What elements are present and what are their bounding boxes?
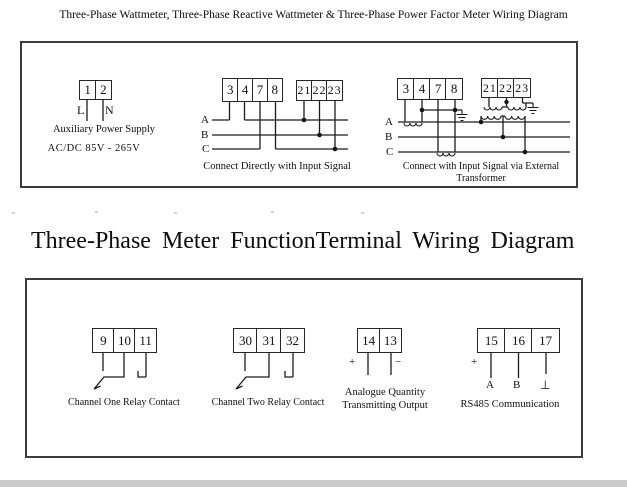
analog-output-caption: Analogue Quantity Transmitting Output [330,387,440,412]
external-transformer-caption: Connect with Input Signal via External T… [402,161,560,184]
terminal-cell: 3 [397,78,415,100]
terminal-cell: 10 [113,328,136,353]
minus-sign: − [395,356,402,368]
terminal-cell: 4 [413,78,431,100]
phase-label-a: A [201,113,209,126]
phase-label-c: C [202,142,210,155]
terminal-block-external-current: 3 4 7 8 [397,78,464,100]
terminal-block-relay-one: 9 10 11 [92,328,158,353]
terminal-cell: 21 [481,78,499,98]
terminal-cell: 30 [233,328,259,353]
terminal-cell: 8 [445,78,464,100]
phase-label-c: C [386,145,394,158]
phase-label-b: B [201,128,209,141]
terminal-cell: 2 [94,80,112,100]
terminal-cell: 32 [279,328,305,353]
page-title-top: Three-Phase Wattmeter, Three-Phase React… [59,9,568,21]
terminal-cell: 9 [92,328,115,353]
scan-artifacts [12,211,364,214]
rs485-label-b: B [513,379,521,391]
relay-two-caption: Channel Two Relay Contact [211,397,325,408]
terminal-cell: 13 [378,328,402,353]
analog-caption-line2: Transmitting Output [342,399,428,411]
page-edge-artifact [0,480,627,487]
terminal-block-direct-voltage: 21 22 23 [296,80,344,101]
terminal-cell: 7 [251,78,269,102]
terminal-cell: 31 [256,328,282,353]
terminal-cell: 23 [326,80,344,101]
rs485-caption: RS485 Communication [460,399,560,410]
terminal-cell: 8 [266,78,284,102]
terminal-cell: 17 [531,328,561,353]
aux-power-rating: AC/DC 85V - 265V [47,143,141,154]
analog-caption-line1: Analogue Quantity [344,387,426,398]
terminal-cell: 16 [504,328,533,353]
page-title-middle: Three-Phase Meter FunctionTerminal Wirin… [31,228,575,254]
neutral-label: N [105,103,114,117]
power-wiring-frame [20,41,578,188]
terminal-block-aux-power: 1 2 [79,80,112,100]
phase-label-b: B [385,130,393,143]
rs485-label-a: A [486,379,494,391]
plus-sign: + [349,356,356,368]
aux-power-caption: Auxiliary Power Supply [52,124,156,135]
line-label: L [77,103,85,117]
terminal-cell: 11 [134,328,158,353]
terminal-block-direct-current: 3 4 7 8 [222,78,284,102]
terminal-cell: 1 [79,80,97,100]
terminal-cell: 23 [513,78,532,98]
phase-label-a: A [385,115,393,128]
terminal-block-analog-output: 14 13 [357,328,402,353]
terminal-block-relay-two: 30 31 32 [233,328,305,353]
direct-connection-caption: Connect Directly with Input Signal [203,161,351,172]
terminal-cell: 7 [429,78,447,100]
function-wiring-frame [25,278,583,458]
relay-one-caption: Channel One Relay Contact [68,397,180,408]
terminal-cell: 15 [477,328,506,353]
plus-sign: + [471,356,478,368]
terminal-block-rs485: 15 16 17 [477,328,561,353]
earth-symbol: ⊥ [540,378,551,392]
terminal-cell: 22 [497,78,515,98]
terminal-block-external-voltage: 21 22 23 [481,78,532,98]
terminal-cell: 14 [357,328,381,353]
